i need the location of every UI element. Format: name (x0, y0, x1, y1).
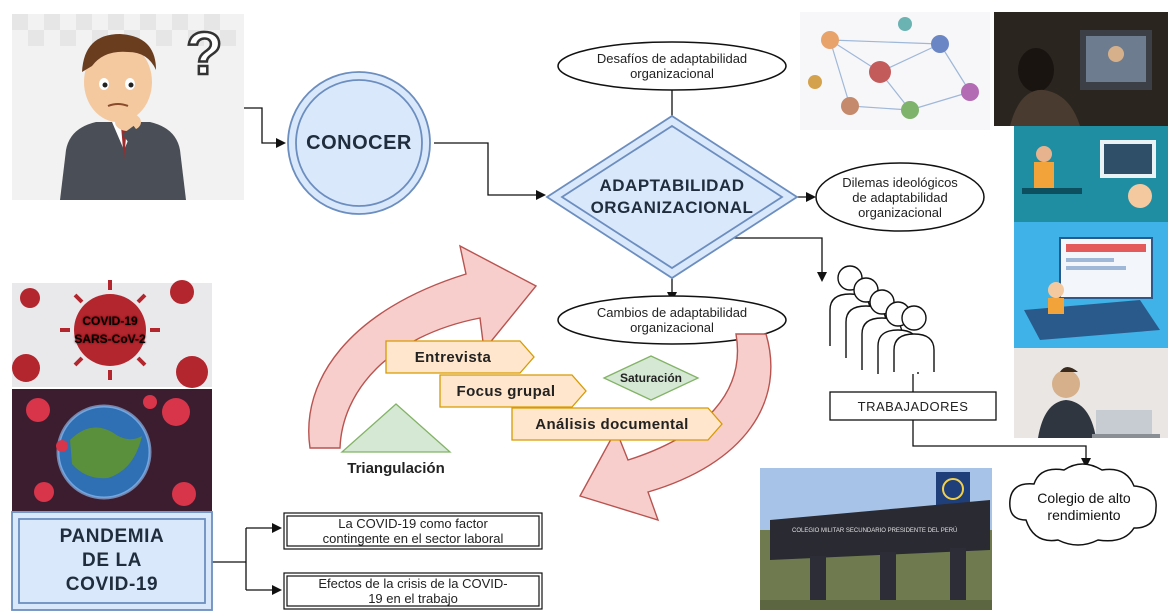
thinking-man-image: ? (12, 14, 244, 200)
colegio-label: Colegio de alto rendimiento (1016, 486, 1152, 528)
covid-factor-line2: contingente en el sector laboral (322, 531, 504, 546)
desafios-node (557, 41, 787, 91)
covid-factor-line1: La COVID-19 como factor (338, 516, 488, 531)
trabajadores-box (829, 391, 997, 421)
colegio-node (1009, 463, 1157, 546)
dilemas-line1: Dilemas ideológicos (842, 174, 958, 190)
efectos-box (283, 572, 543, 610)
analisis-step (511, 407, 723, 441)
cambios-line2: organizacional (630, 320, 714, 335)
cambios-line1: Cambios de adaptabilidad (596, 305, 748, 320)
pandemia-line3: COVID-19 (65, 574, 159, 595)
efectos-line1: Efectos de la crisis de la COVID- (318, 576, 508, 591)
remote-work-illustration (1014, 126, 1168, 222)
focus-label: Focus grupal (456, 382, 556, 400)
pandemia-box-inner (18, 518, 206, 604)
school-building-image: COLEGIO MILITAR SECUNDARIO PRESIDENTE DE… (760, 468, 992, 610)
svg-text:?: ? (186, 20, 223, 87)
covid-label: COVID-19 (82, 314, 138, 328)
pandemia-label: PANDEMIA DE LA COVID-19 (19, 519, 205, 603)
covid-virus-image: COVID-19 SARS-CoV-2 (12, 280, 212, 511)
curved-arrow-down (578, 333, 772, 522)
arrow-to-workers (706, 237, 827, 282)
dilemas-node (815, 162, 985, 232)
efectos-label: Efectos de la crisis de la COVID- 19 en … (287, 576, 539, 606)
trabajadores-label: TRABAJADORES (857, 398, 969, 414)
man-at-laptop-image (1014, 348, 1168, 438)
efectos-line2: 19 en el trabajo (368, 591, 458, 606)
desafios-label: Desafíos de adaptabilidad organizacional (562, 50, 782, 82)
adaptabilidad-line2: ORGANIZACIONAL (590, 198, 754, 217)
curved-arrow-up (308, 244, 538, 449)
pandemia-line2: DE LA (82, 550, 142, 571)
entrevista-step (385, 340, 535, 374)
triangulacion-triangle (340, 403, 452, 453)
dilemas-line2: de adaptabilidad (852, 189, 948, 205)
analisis-label: Análisis documental (535, 415, 689, 433)
sars-label: SARS-CoV-2 (74, 332, 146, 346)
arrow-conocer-to-adaptabilidad (434, 142, 546, 200)
saturacion-label: Saturación (619, 371, 682, 385)
adaptabilidad-node (545, 114, 799, 280)
laptop-videocall-image (994, 12, 1168, 126)
network-people-image (800, 12, 990, 130)
conocer-node (287, 71, 431, 215)
conocer-label: CONOCER (306, 131, 412, 154)
cambios-node (557, 295, 787, 345)
dilemas-line3: organizacional (858, 204, 942, 220)
covid-factor-box (283, 512, 543, 550)
desafios-line1: Desafíos de adaptabilidad (596, 51, 748, 66)
school-sign-text: COLEGIO MILITAR SECUNDARIO PRESIDENTE DE… (792, 527, 957, 534)
arrow-to-colegio (912, 420, 1091, 468)
adaptabilidad-label: ADAPTABILIDAD ORGANIZACIONAL (562, 175, 782, 219)
covid-factor-label: La COVID-19 como factor contingente en e… (287, 516, 539, 546)
online-class-illustration (1014, 222, 1168, 348)
saturacion-shape (602, 355, 700, 401)
focus-step (439, 374, 587, 408)
arrow-man-to-conocer (244, 107, 286, 148)
pandemia-line1: PANDEMIA (59, 526, 165, 547)
adaptabilidad-line1: ADAPTABILIDAD (599, 176, 745, 195)
triangulacion-label: Triangulación (347, 459, 445, 477)
entrevista-label: Entrevista (414, 348, 492, 366)
cambios-label: Cambios de adaptabilidad organizacional (562, 304, 782, 336)
workers-icon (829, 265, 935, 374)
desafios-line2: organizacional (630, 66, 714, 81)
colegio-line1: Colegio de alto (1037, 490, 1131, 506)
colegio-line2: rendimiento (1047, 507, 1121, 523)
dilemas-label: Dilemas ideológicos de adaptabilidad org… (820, 172, 980, 222)
